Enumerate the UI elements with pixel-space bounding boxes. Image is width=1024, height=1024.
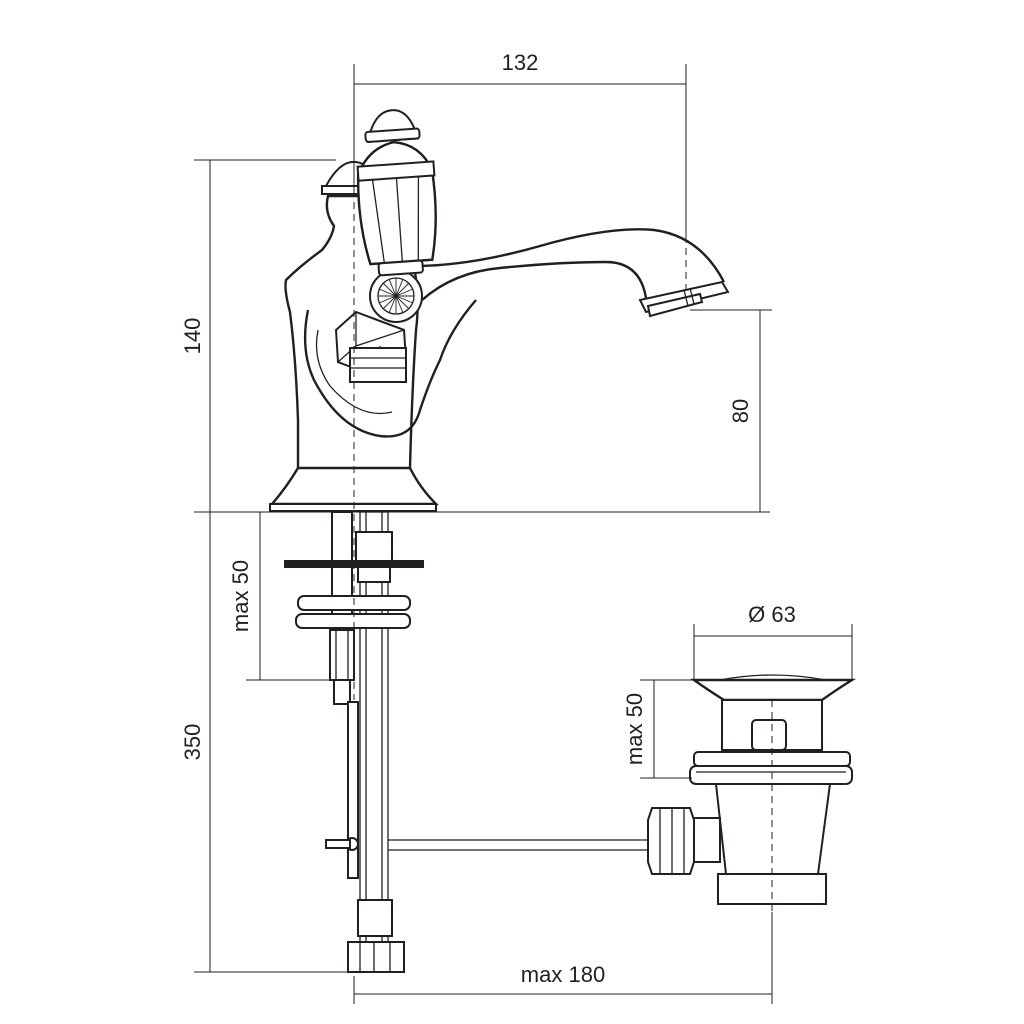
- dim-label-350: 350: [180, 724, 205, 761]
- faucet-body: [284, 194, 419, 469]
- faucet: [269, 109, 730, 512]
- dim-label-80: 80: [728, 399, 753, 423]
- faucet-spout: [413, 228, 726, 283]
- dimension-lines: [194, 64, 853, 1004]
- drain-flange: [690, 678, 857, 702]
- drain-assembly: [647, 674, 857, 905]
- dim-label-140: 140: [180, 318, 205, 355]
- dim-label-max-50-upper: max 50: [228, 560, 253, 632]
- dim-label-max-180: max 180: [521, 962, 605, 987]
- mounting-assembly: [284, 511, 648, 973]
- dim-label-diameter-63: Ø 63: [748, 602, 796, 627]
- dim-label-max-50-lower: max 50: [622, 693, 647, 765]
- dim-label-132: 132: [502, 50, 539, 75]
- centerlines: [353, 190, 773, 912]
- faucet-handle: [356, 140, 437, 266]
